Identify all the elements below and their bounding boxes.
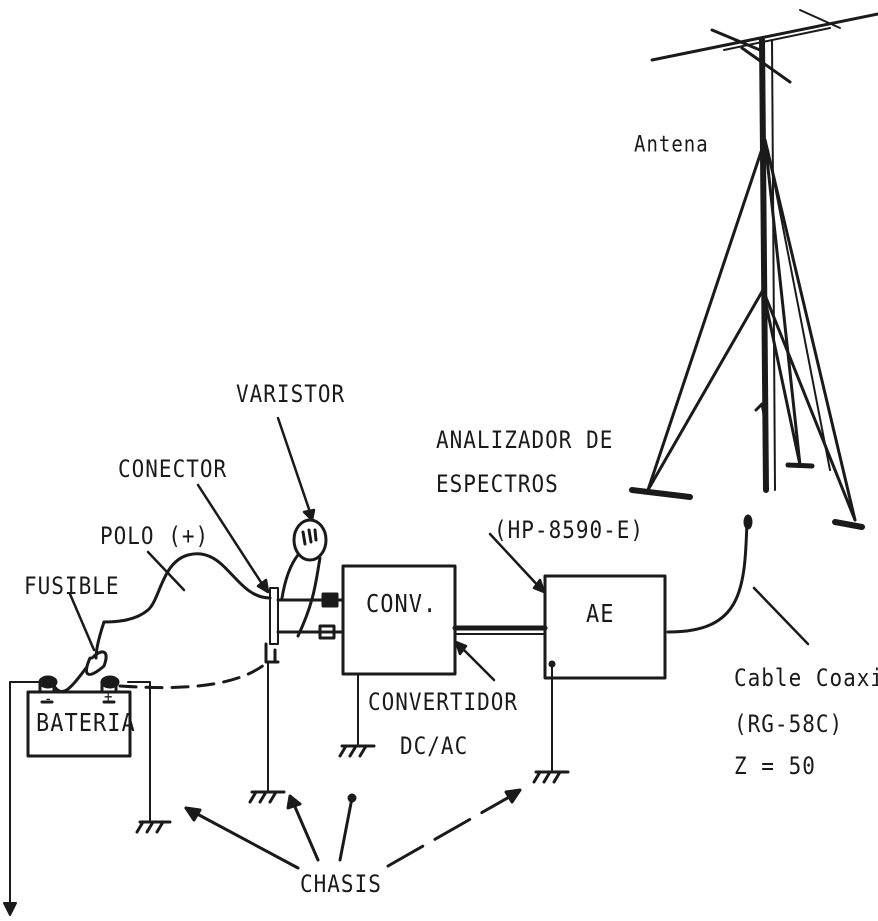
battery-leads	[3, 681, 151, 916]
ground-battery	[135, 820, 172, 834]
negative-wire	[118, 658, 272, 690]
conector-label: CONECTOR	[118, 455, 228, 483]
battery-minus-mark: -	[44, 690, 54, 709]
battery-plus-mark: +	[104, 688, 114, 707]
conv-ae-cable	[452, 625, 548, 635]
conv-label: CONV.	[366, 590, 438, 619]
positive-wire	[52, 552, 272, 693]
leader-lines	[68, 416, 810, 682]
chasis-arrows	[184, 788, 522, 870]
polo-label: POLO (+)	[100, 522, 210, 550]
ground-connector	[248, 661, 286, 804]
convertidor-label-line1: CONVERTIDOR	[368, 688, 519, 716]
bateria-label: BATERIA	[36, 709, 136, 738]
fusible-label: FUSIBLE	[24, 572, 120, 600]
cable-label-line2: (RG-58C)	[734, 710, 844, 738]
converter-box	[341, 564, 457, 676]
coaxial-cable	[666, 514, 753, 634]
analizador-label-line1: ANALIZADOR DE	[436, 426, 614, 454]
varistor-label: VARISTOR	[236, 380, 346, 408]
ae-label: AE	[586, 600, 615, 629]
cable-label-line1: Cable Coaxia	[734, 664, 878, 692]
analizador-model-label: (HP-8590-E)	[494, 516, 645, 544]
analizador-label-line2: ESPECTROS	[436, 470, 559, 498]
battery	[26, 675, 132, 758]
ground-ae	[532, 660, 570, 784]
chasis-label: CHASIS	[300, 870, 382, 898]
antenna	[629, 9, 878, 530]
convertidor-label-line2: DC/AC	[400, 732, 469, 760]
varistor	[280, 518, 328, 638]
cable-label-line3: Z = 50	[734, 752, 816, 780]
antena-label: Antena	[634, 132, 709, 158]
ground-conv	[338, 673, 376, 758]
